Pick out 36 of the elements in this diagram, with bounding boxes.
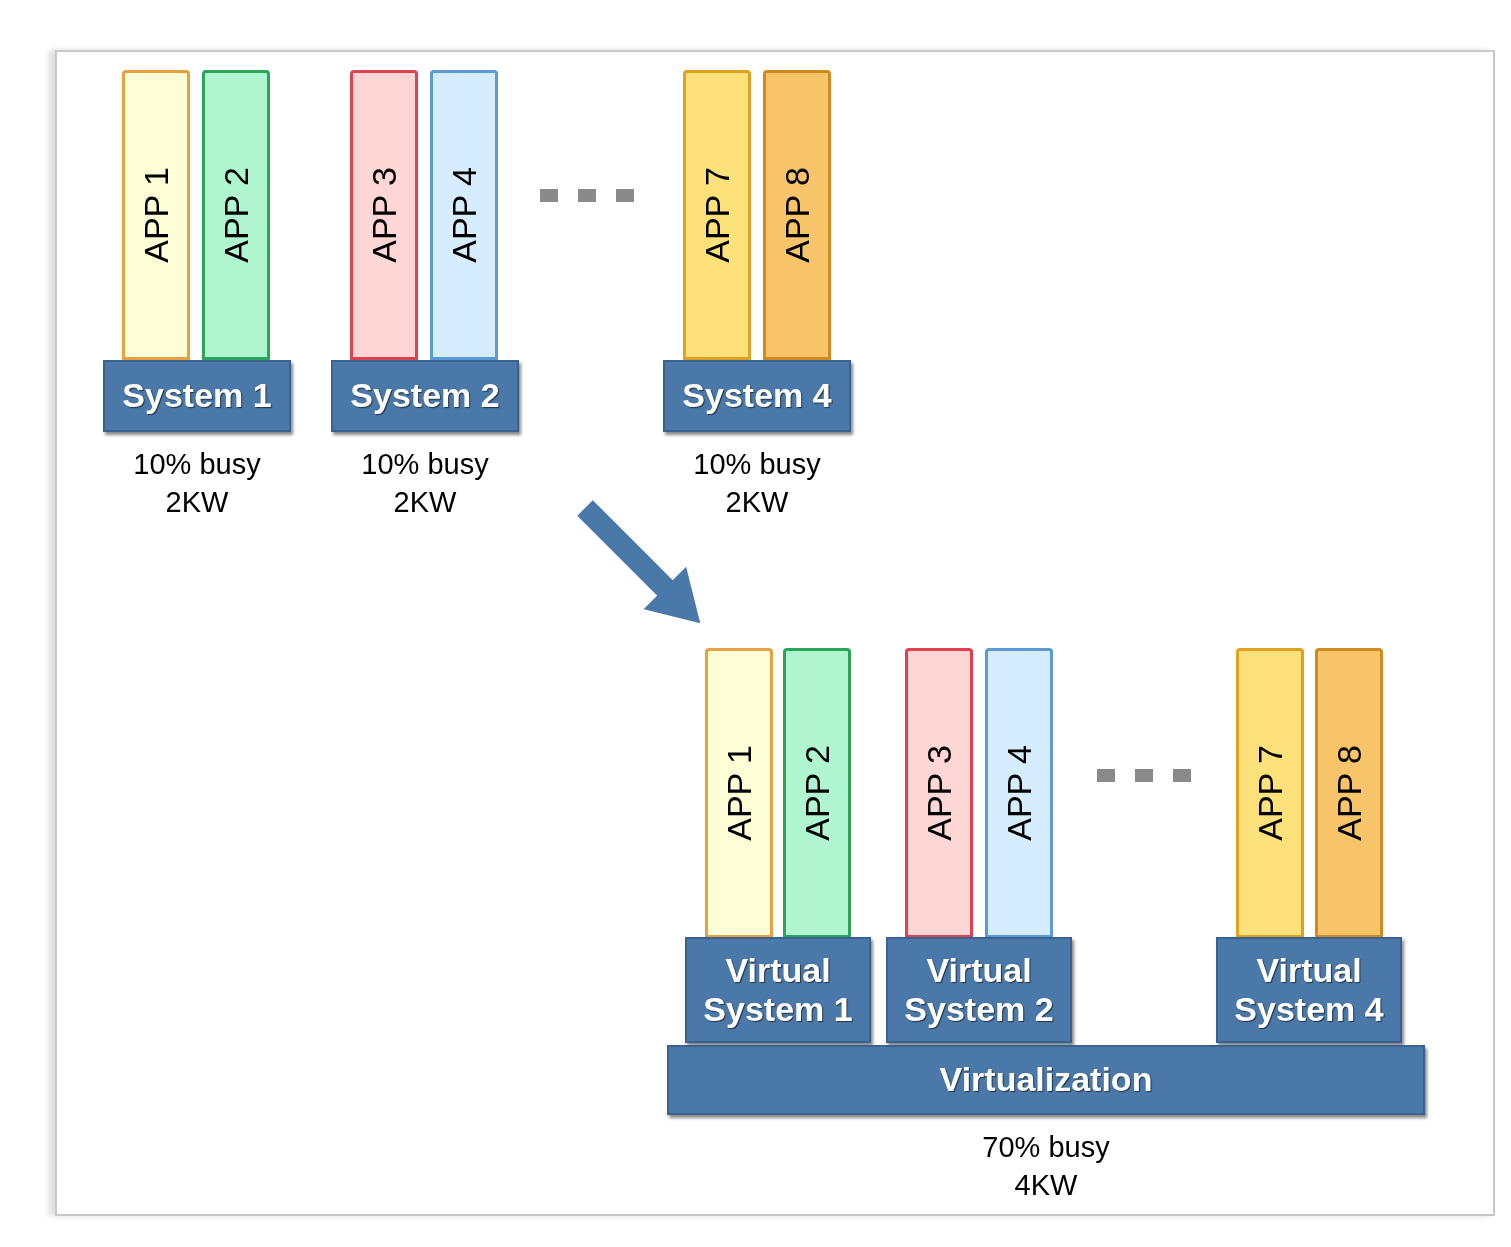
app-label: APP 8 [777, 167, 817, 263]
system-block: Virtualization [667, 1045, 1425, 1115]
app-column [430, 70, 498, 360]
app-label: APP 1 [719, 745, 759, 841]
system-block: Virtual System 4 [1216, 937, 1402, 1043]
app-column [1236, 648, 1304, 938]
app-column [985, 648, 1053, 938]
system-block: Virtual System 2 [886, 937, 1072, 1043]
app-label: APP 3 [919, 745, 959, 841]
app-column [122, 70, 190, 360]
app-column [350, 70, 418, 360]
app-label: APP 7 [697, 167, 737, 263]
app-label: APP 3 [364, 167, 404, 263]
app-column [202, 70, 270, 360]
app-label: APP 1 [136, 167, 176, 263]
app-column [1315, 648, 1383, 938]
app-label: APP 2 [797, 745, 837, 841]
system-block: System 1 [103, 360, 291, 432]
app-label: APP 4 [999, 745, 1039, 841]
system-block: System 2 [331, 360, 519, 432]
arrow [577, 500, 701, 624]
system-block: System 4 [663, 360, 851, 432]
app-column [683, 70, 751, 360]
app-column [905, 648, 973, 938]
app-label: APP 8 [1329, 745, 1369, 841]
app-label: APP 7 [1250, 745, 1290, 841]
system-block: Virtual System 1 [685, 937, 871, 1043]
load-caption: 10% busy 2KW [692, 447, 822, 520]
app-column [783, 648, 851, 938]
app-label: APP 4 [444, 167, 484, 263]
load-caption: 10% busy 2KW [360, 447, 490, 520]
app-column [705, 648, 773, 938]
load-caption: 70% busy 4KW [981, 1130, 1111, 1203]
app-column [763, 70, 831, 360]
load-caption: 10% busy 2KW [132, 447, 262, 520]
app-label: APP 2 [216, 167, 256, 263]
